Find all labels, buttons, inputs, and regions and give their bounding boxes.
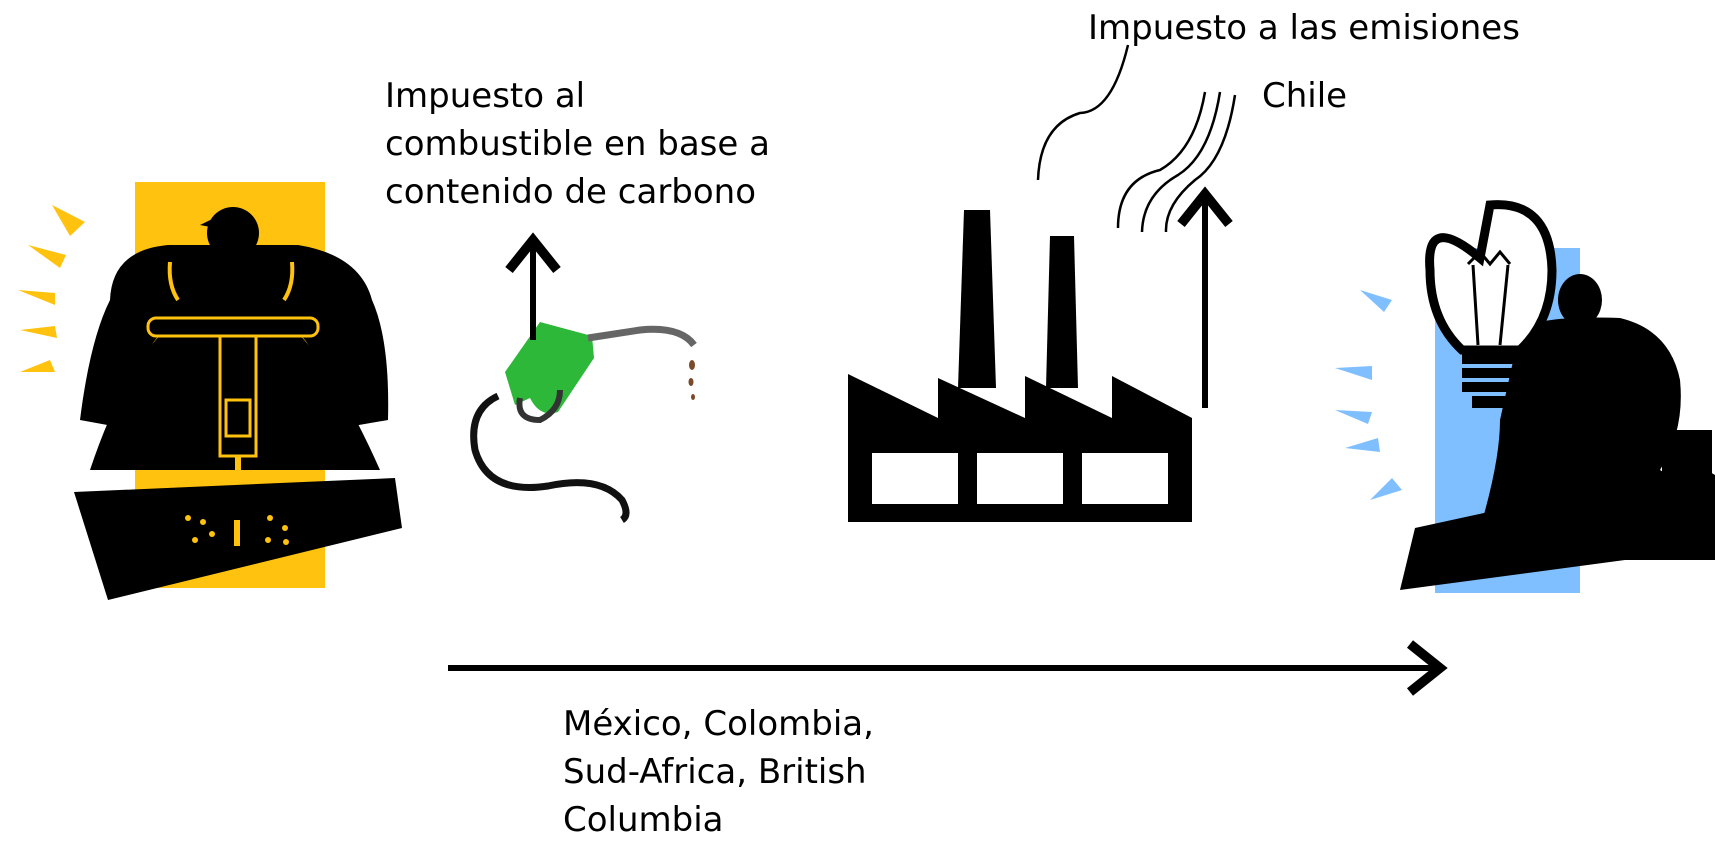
chile-label: Chile	[1262, 76, 1348, 116]
lightbulb-businessman-icon	[1335, 200, 1715, 593]
factory-icon	[848, 210, 1192, 522]
jackhammer-worker-icon	[18, 182, 402, 600]
countries-label: México, Colombia, Sud-Africa, British Co…	[563, 704, 874, 840]
fuel-nozzle-icon	[470, 322, 697, 523]
emissions-tax-label: Impuesto a las emisiones	[1088, 8, 1520, 48]
smoke-lines	[1036, 44, 1237, 233]
fuel-tax-label: Impuesto al combustible en base a conten…	[385, 76, 770, 212]
